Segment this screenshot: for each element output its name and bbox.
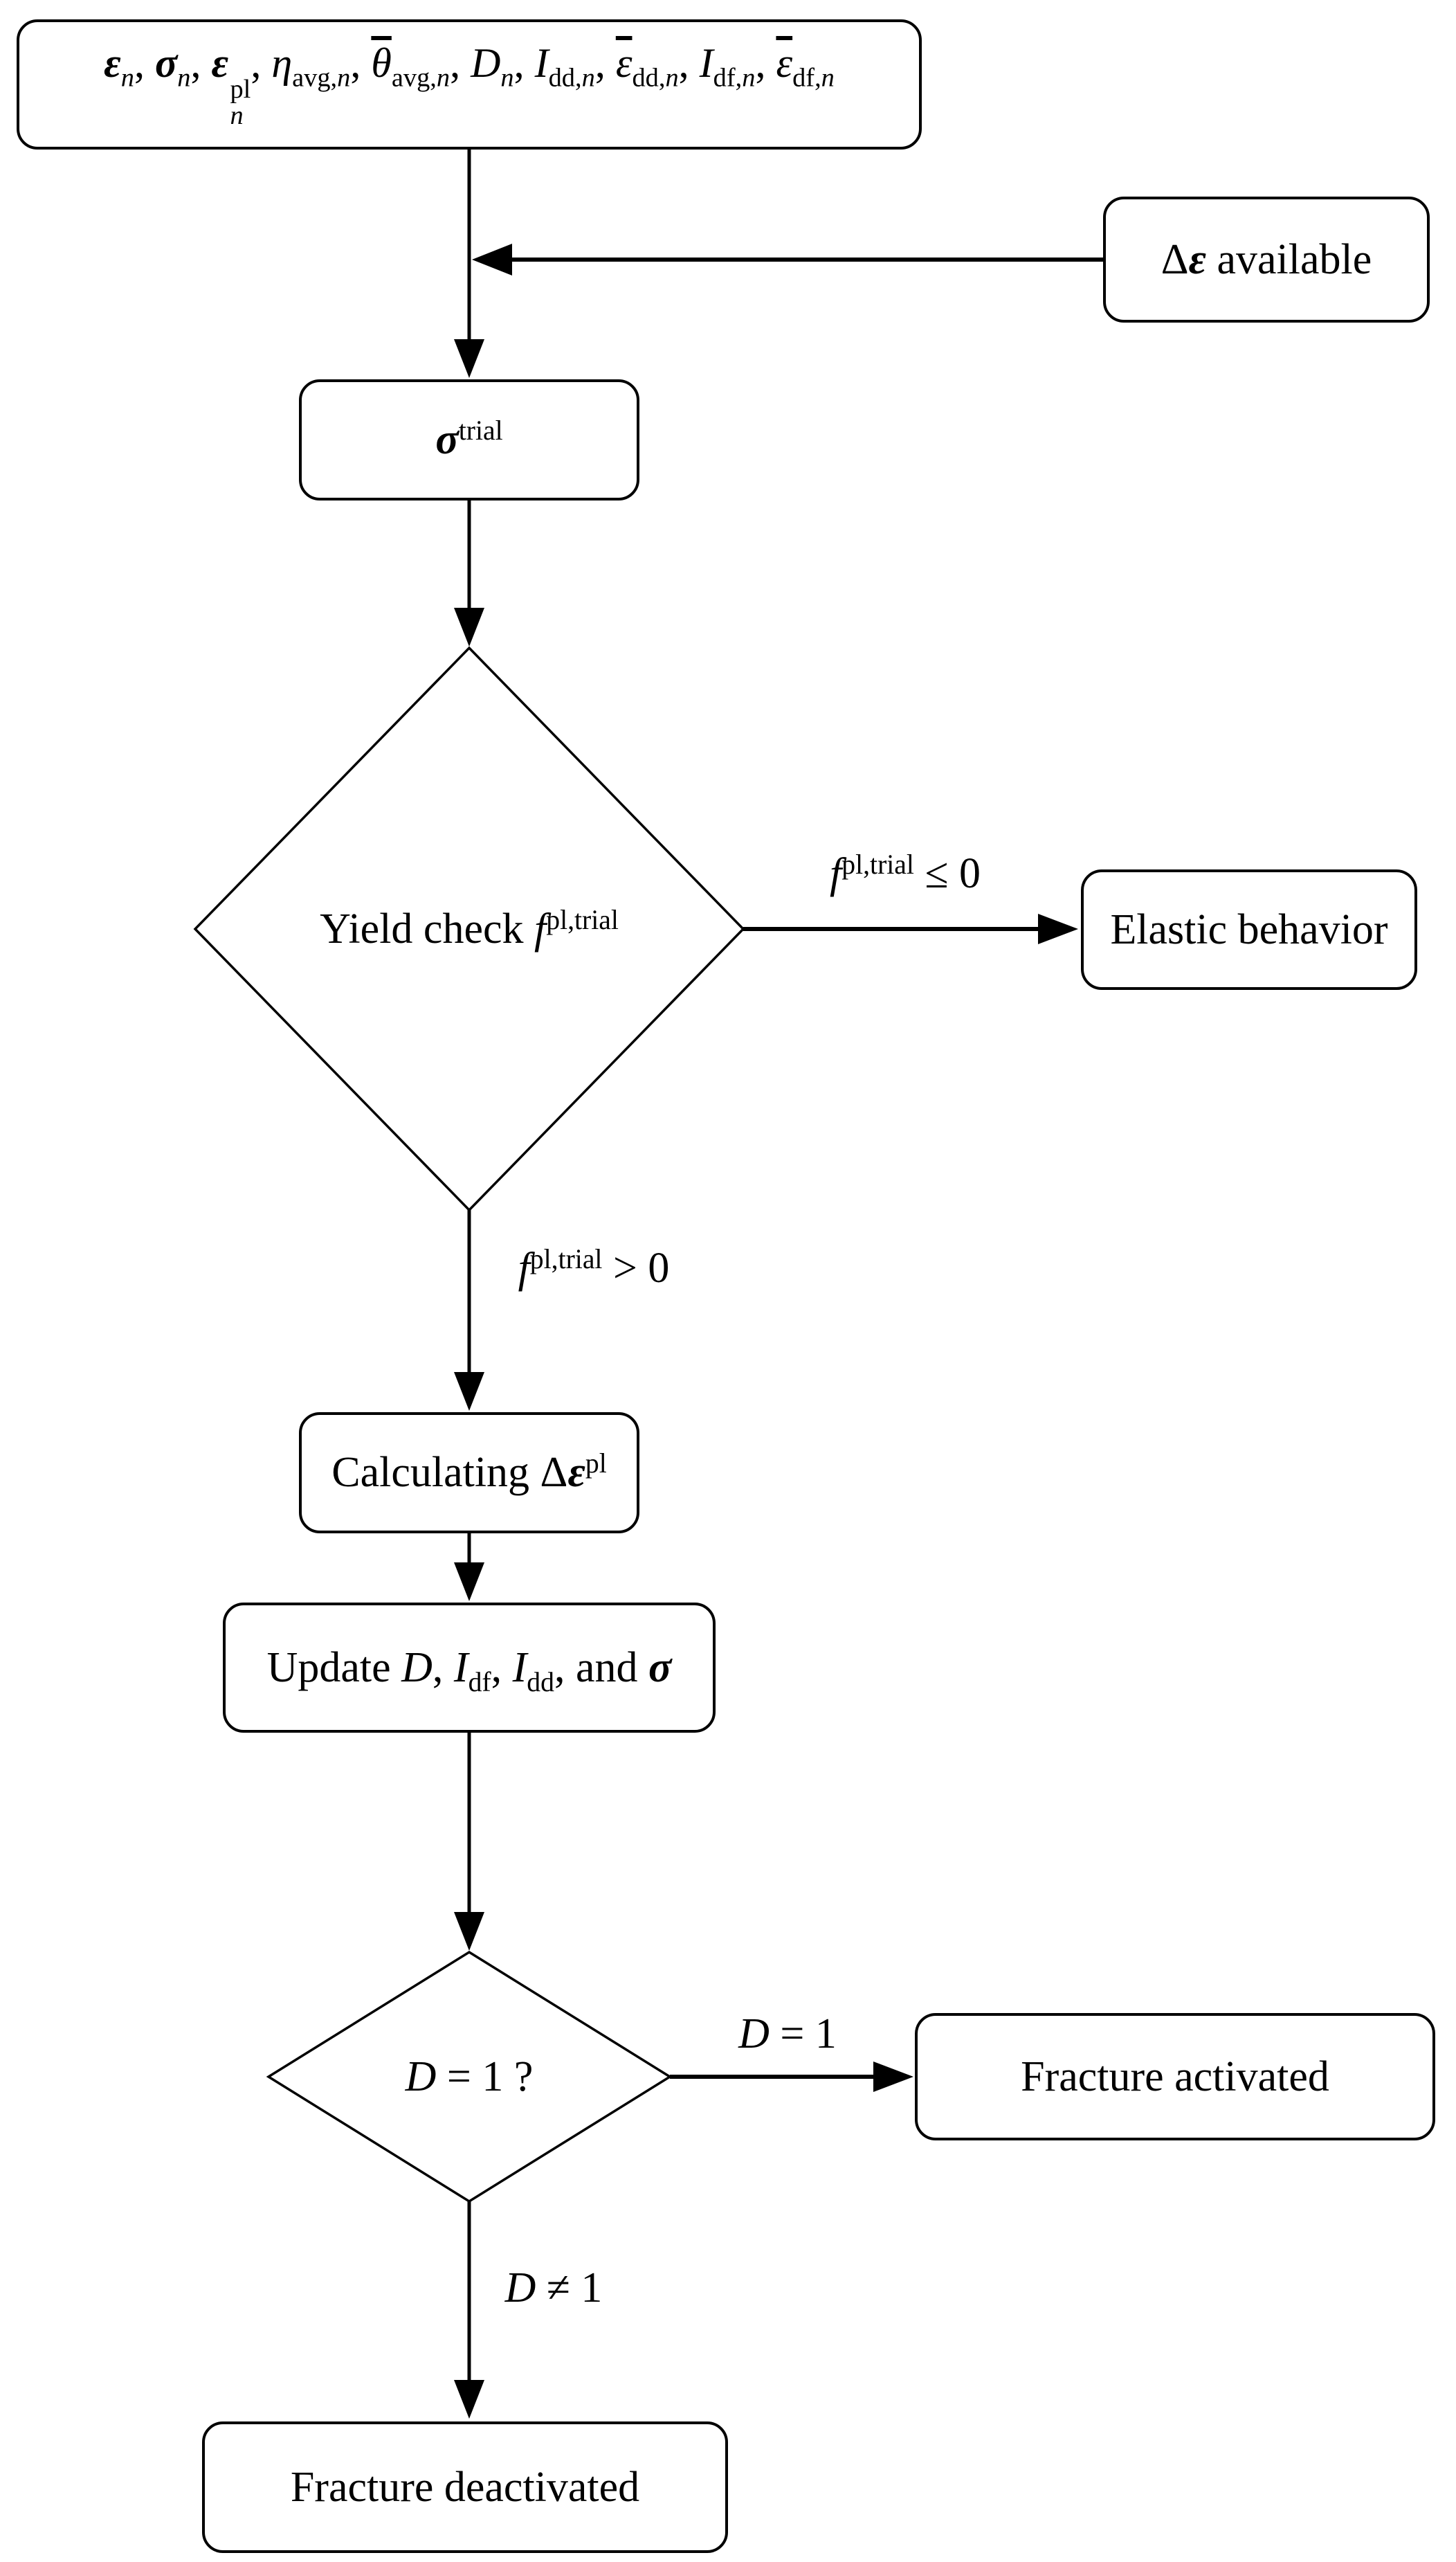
edge-yield-to-calc-arrowhead [454, 1372, 484, 1411]
node-yield-check-label: Yield check fpl,trial [320, 905, 619, 953]
node-damage-check-label: D = 1 ? [405, 2053, 534, 2100]
edge-label-damage-false: D ≠ 1 [504, 2264, 603, 2311]
node-update-variables: Update D, Idf, Idd, and σ [223, 1603, 716, 1733]
node-trial-stress: σtrial [299, 379, 639, 500]
node-strain-increment-available-label: Δε available [1161, 235, 1372, 283]
node-calculate-plastic-strain-increment: Calculating Δεpl [299, 1412, 639, 1533]
node-update-variables-label: Update D, Idf, Idd, and σ [266, 1643, 672, 1697]
node-fracture-activated: Fracture activated [915, 2013, 1435, 2140]
edge-label-yield-true: fpl,trial > 0 [518, 1244, 670, 1292]
edge-damage-to-activated-arrowhead [873, 2062, 913, 2092]
node-elastic-behavior-label: Elastic behavior [1110, 905, 1388, 953]
edge-update-to-damage-arrowhead [454, 1912, 484, 1951]
edge-damage-to-deactivated-arrowhead [454, 2380, 484, 2419]
node-fracture-deactivated: Fracture deactivated [202, 2421, 728, 2553]
node-calculate-plastic-strain-increment-label: Calculating Δεpl [331, 1448, 607, 1497]
edge-label-damage-true: D = 1 [738, 2010, 837, 2057]
edge-label-yield-false: fpl,trial ≤ 0 [830, 849, 981, 897]
edge-available-to-junction-arrowhead [472, 244, 512, 276]
node-fracture-activated-label: Fracture activated [1021, 2053, 1329, 2100]
node-trial-stress-label: σtrial [435, 415, 503, 464]
edge-yield-to-elastic-arrowhead [1038, 914, 1078, 944]
node-fracture-deactivated-label: Fracture deactivated [290, 2463, 640, 2511]
edge-trial-to-yield-arrowhead [454, 608, 484, 647]
node-elastic-behavior: Elastic behavior [1081, 869, 1417, 990]
node-strain-increment-available: Δε available [1103, 197, 1430, 323]
edge-state-to-trial-arrowhead [454, 339, 484, 378]
edge-calc-to-update-arrowhead [454, 1562, 484, 1601]
